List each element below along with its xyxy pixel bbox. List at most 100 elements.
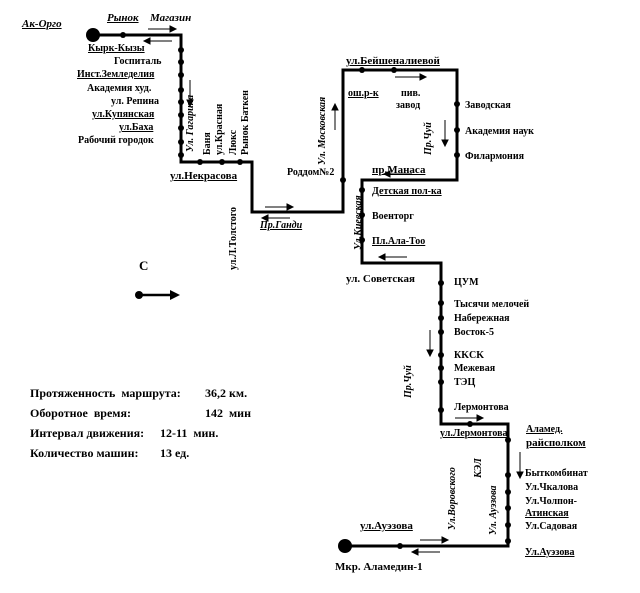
stop-label: Рынок Баткен — [240, 90, 251, 155]
stop-dot — [505, 538, 511, 544]
stop-dot — [397, 543, 403, 549]
stop-label: ул.Лермонтова — [440, 428, 508, 439]
stop-label: Аламед. — [526, 424, 563, 435]
stop-label: ул.Л.Толстого — [228, 206, 239, 270]
stop-dot — [438, 352, 444, 358]
info-vehicles-label: Количество машин: — [30, 446, 139, 460]
stop-label: завод — [396, 100, 421, 111]
stop-label: Инст.Земледелия — [77, 69, 155, 80]
stop-label: Рабочий городок — [78, 135, 154, 146]
stop-dot — [237, 159, 243, 165]
stop-dot — [359, 187, 365, 193]
stop-dot — [454, 101, 460, 107]
stop-label: Академия худ. — [87, 83, 152, 94]
stop-dot — [505, 522, 511, 528]
info-interval-label: Интервал движения: — [30, 426, 145, 440]
stop-label: Ул.Ауэзова — [525, 547, 575, 558]
stop-dot — [505, 472, 511, 478]
stop-dot — [391, 67, 397, 73]
stop-dot — [219, 159, 225, 165]
stop-label: Тысячи мелочей — [454, 299, 530, 310]
stop-dot — [178, 152, 184, 158]
stop-dot — [178, 99, 184, 105]
stop-dot — [340, 177, 346, 183]
stop-dot — [454, 127, 460, 133]
stop-label: Военторг — [372, 211, 414, 222]
street-label: КЭЛ — [473, 458, 484, 478]
stop-label: ул.Ауэзова — [360, 520, 413, 532]
stop-label: ул. Репина — [111, 96, 160, 107]
stop-dot — [359, 67, 365, 73]
stop-label: ул.Бейшеналиевой — [346, 55, 440, 67]
stop-label: Пл.Ала-Тоо — [372, 236, 426, 247]
stop-dot — [438, 300, 444, 306]
stop-label: ул.Красная — [214, 103, 225, 155]
info-vehicles-value: 13 ед. — [160, 446, 190, 460]
stop-dot — [178, 72, 184, 78]
street-label: Пр.Чуй — [403, 365, 414, 398]
stop-dot — [178, 59, 184, 65]
stop-dot — [359, 237, 365, 243]
stop-dot — [438, 379, 444, 385]
stop-label: райсполком — [526, 437, 586, 449]
terminal-start-dot — [86, 28, 100, 42]
stop-label: Набережная — [454, 313, 510, 324]
stop-label: Люкс — [228, 129, 239, 155]
route-line — [93, 33, 510, 548]
stop-label: пив. — [401, 88, 421, 99]
stop-label: Лермонтова — [454, 402, 509, 413]
direction-arrows — [142, 25, 524, 556]
stop-label: Кырк-Кызы — [88, 43, 145, 54]
stop-label: ош.р-к — [348, 88, 379, 99]
stop-dot — [454, 152, 460, 158]
street-label: Ул. Московская — [317, 96, 328, 165]
stop-dot — [178, 139, 184, 145]
stop-dot — [438, 365, 444, 371]
info-length-label: Протяженность маршрута: — [30, 386, 181, 400]
stop-dot — [438, 329, 444, 335]
stop-label: Быткомбинат — [525, 468, 588, 479]
stop-dot — [178, 112, 184, 118]
stop-label: Магазин — [150, 12, 192, 24]
street-label: Ул.Киевская — [353, 195, 364, 250]
stop-dot — [178, 125, 184, 131]
stop-label: ул.Баха — [119, 122, 154, 133]
terminal-end-label: Мкр. Аламедин-1 — [335, 561, 423, 573]
stop-label: Заводская — [465, 100, 511, 111]
stop-dot — [467, 421, 473, 427]
street-label: Ул.Воровского — [447, 467, 458, 530]
stop-dot — [505, 437, 511, 443]
info-turnaround-value: 142 мин — [205, 406, 252, 420]
info-length-value: 36,2 км. — [205, 386, 248, 400]
stop-dot — [438, 280, 444, 286]
stop-label: Атинская — [525, 508, 569, 519]
street-label: Пр.Ганди — [260, 220, 303, 231]
stop-label: пр.Манаса — [372, 164, 426, 176]
stop-label: ул. Советская — [346, 273, 415, 285]
info-turnaround-label: Оборотное время: — [30, 406, 131, 420]
compass-arrow-icon — [135, 290, 180, 300]
stop-label: ТЭЦ — [454, 377, 476, 388]
stop-label: Детская пол-ка — [372, 186, 442, 197]
stop-label: Академия наук — [465, 126, 534, 137]
terminal-start-label: Ак-Орго — [22, 18, 62, 30]
stop-dot — [178, 47, 184, 53]
info-interval-value: 12-11 мин. — [160, 426, 219, 440]
stop-label: КKCK — [454, 350, 485, 361]
stop-dot — [120, 32, 126, 38]
stop-label: Госпиталь — [114, 56, 162, 67]
stop-label: ул.Некрасова — [170, 170, 238, 182]
stop-dot — [505, 505, 511, 511]
stop-dot — [359, 212, 365, 218]
stop-label: Ул.Чолпон- — [525, 496, 577, 507]
terminal-end-dot — [338, 539, 352, 553]
stop-label: Рынок — [107, 12, 139, 24]
stop-dot — [505, 489, 511, 495]
stop-label: Межевая — [454, 363, 496, 374]
stop-dot — [438, 315, 444, 321]
stop-label: ул.Купянская — [92, 109, 155, 120]
street-label: Ул. Ауэзова — [488, 485, 499, 535]
stop-dot — [197, 159, 203, 165]
